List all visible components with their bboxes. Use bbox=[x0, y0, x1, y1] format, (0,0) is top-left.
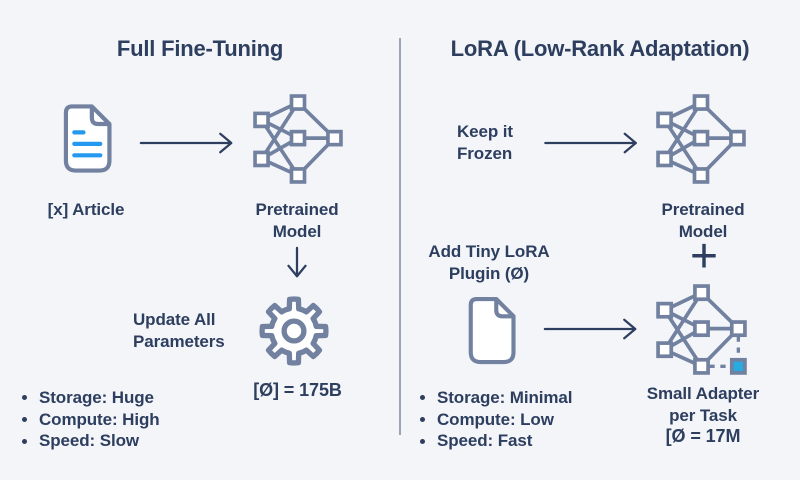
article-label: [x] Article bbox=[47, 200, 125, 219]
arrow-right-icon bbox=[543, 318, 637, 340]
benefit-text: Compute: Low bbox=[437, 409, 554, 429]
add-lora-plugin-label: Add Tiny LoRA Plugin (Ø) bbox=[428, 242, 550, 283]
benefit-text: Compute: High bbox=[39, 409, 160, 429]
benefit-item: Speed: Slow bbox=[22, 430, 160, 452]
benefit-item: Storage: Huge bbox=[22, 387, 160, 409]
article-document-icon bbox=[63, 104, 112, 173]
small-adapter-label: Small Adapter per Task bbox=[646, 384, 760, 425]
right-panel-title: LoRA (Low-Rank Adaptation) bbox=[450, 36, 750, 61]
bullet-dot bbox=[420, 395, 425, 401]
arrow-right-icon bbox=[544, 132, 637, 154]
left-benefits-list: Storage: Huge Compute: High Speed: Slow bbox=[22, 387, 160, 452]
benefit-item: Compute: Low bbox=[420, 409, 572, 431]
arrow-right-icon bbox=[139, 132, 233, 154]
neural-network-icon bbox=[656, 94, 746, 184]
benefit-text: Storage: Minimal bbox=[437, 387, 573, 407]
pretrained-model-label: Pretrained Model bbox=[255, 200, 339, 241]
bullet-dot bbox=[22, 395, 27, 401]
bullet-dot bbox=[22, 417, 27, 423]
neural-network-icon bbox=[253, 94, 343, 184]
arrow-down-icon bbox=[287, 246, 307, 278]
benefit-item: Speed: Fast bbox=[420, 430, 572, 452]
benefit-text: Speed: Fast bbox=[437, 431, 533, 451]
gear-icon bbox=[259, 296, 329, 366]
bullet-dot bbox=[420, 417, 425, 423]
vertical-divider bbox=[399, 38, 401, 435]
benefit-item: Storage: Minimal bbox=[420, 387, 572, 409]
plus-icon: + bbox=[689, 230, 719, 283]
keep-it-frozen-label: Keep it Frozen bbox=[457, 122, 513, 163]
pretrained-model-label: Pretrained Model bbox=[661, 200, 745, 241]
bullet-dot bbox=[22, 438, 27, 444]
bullet-dot bbox=[420, 438, 425, 444]
left-panel-title: Full Fine-Tuning bbox=[116, 36, 284, 61]
right-benefits-list: Storage: Minimal Compute: Low Speed: Fas… bbox=[420, 387, 572, 452]
update-all-parameters-label: Update All Parameters bbox=[133, 310, 225, 351]
neural-network-with-adapter-icon bbox=[656, 284, 747, 375]
benefit-text: Storage: Huge bbox=[39, 387, 154, 407]
benefit-item: Compute: High bbox=[22, 409, 160, 431]
benefit-text: Speed: Slow bbox=[39, 431, 139, 451]
params-count-value: [Ø] = 175B bbox=[253, 380, 342, 400]
plugin-document-icon bbox=[468, 296, 516, 365]
adapter-node-icon bbox=[729, 357, 747, 375]
adapter-count-value: [Ø = 17M bbox=[665, 426, 741, 446]
